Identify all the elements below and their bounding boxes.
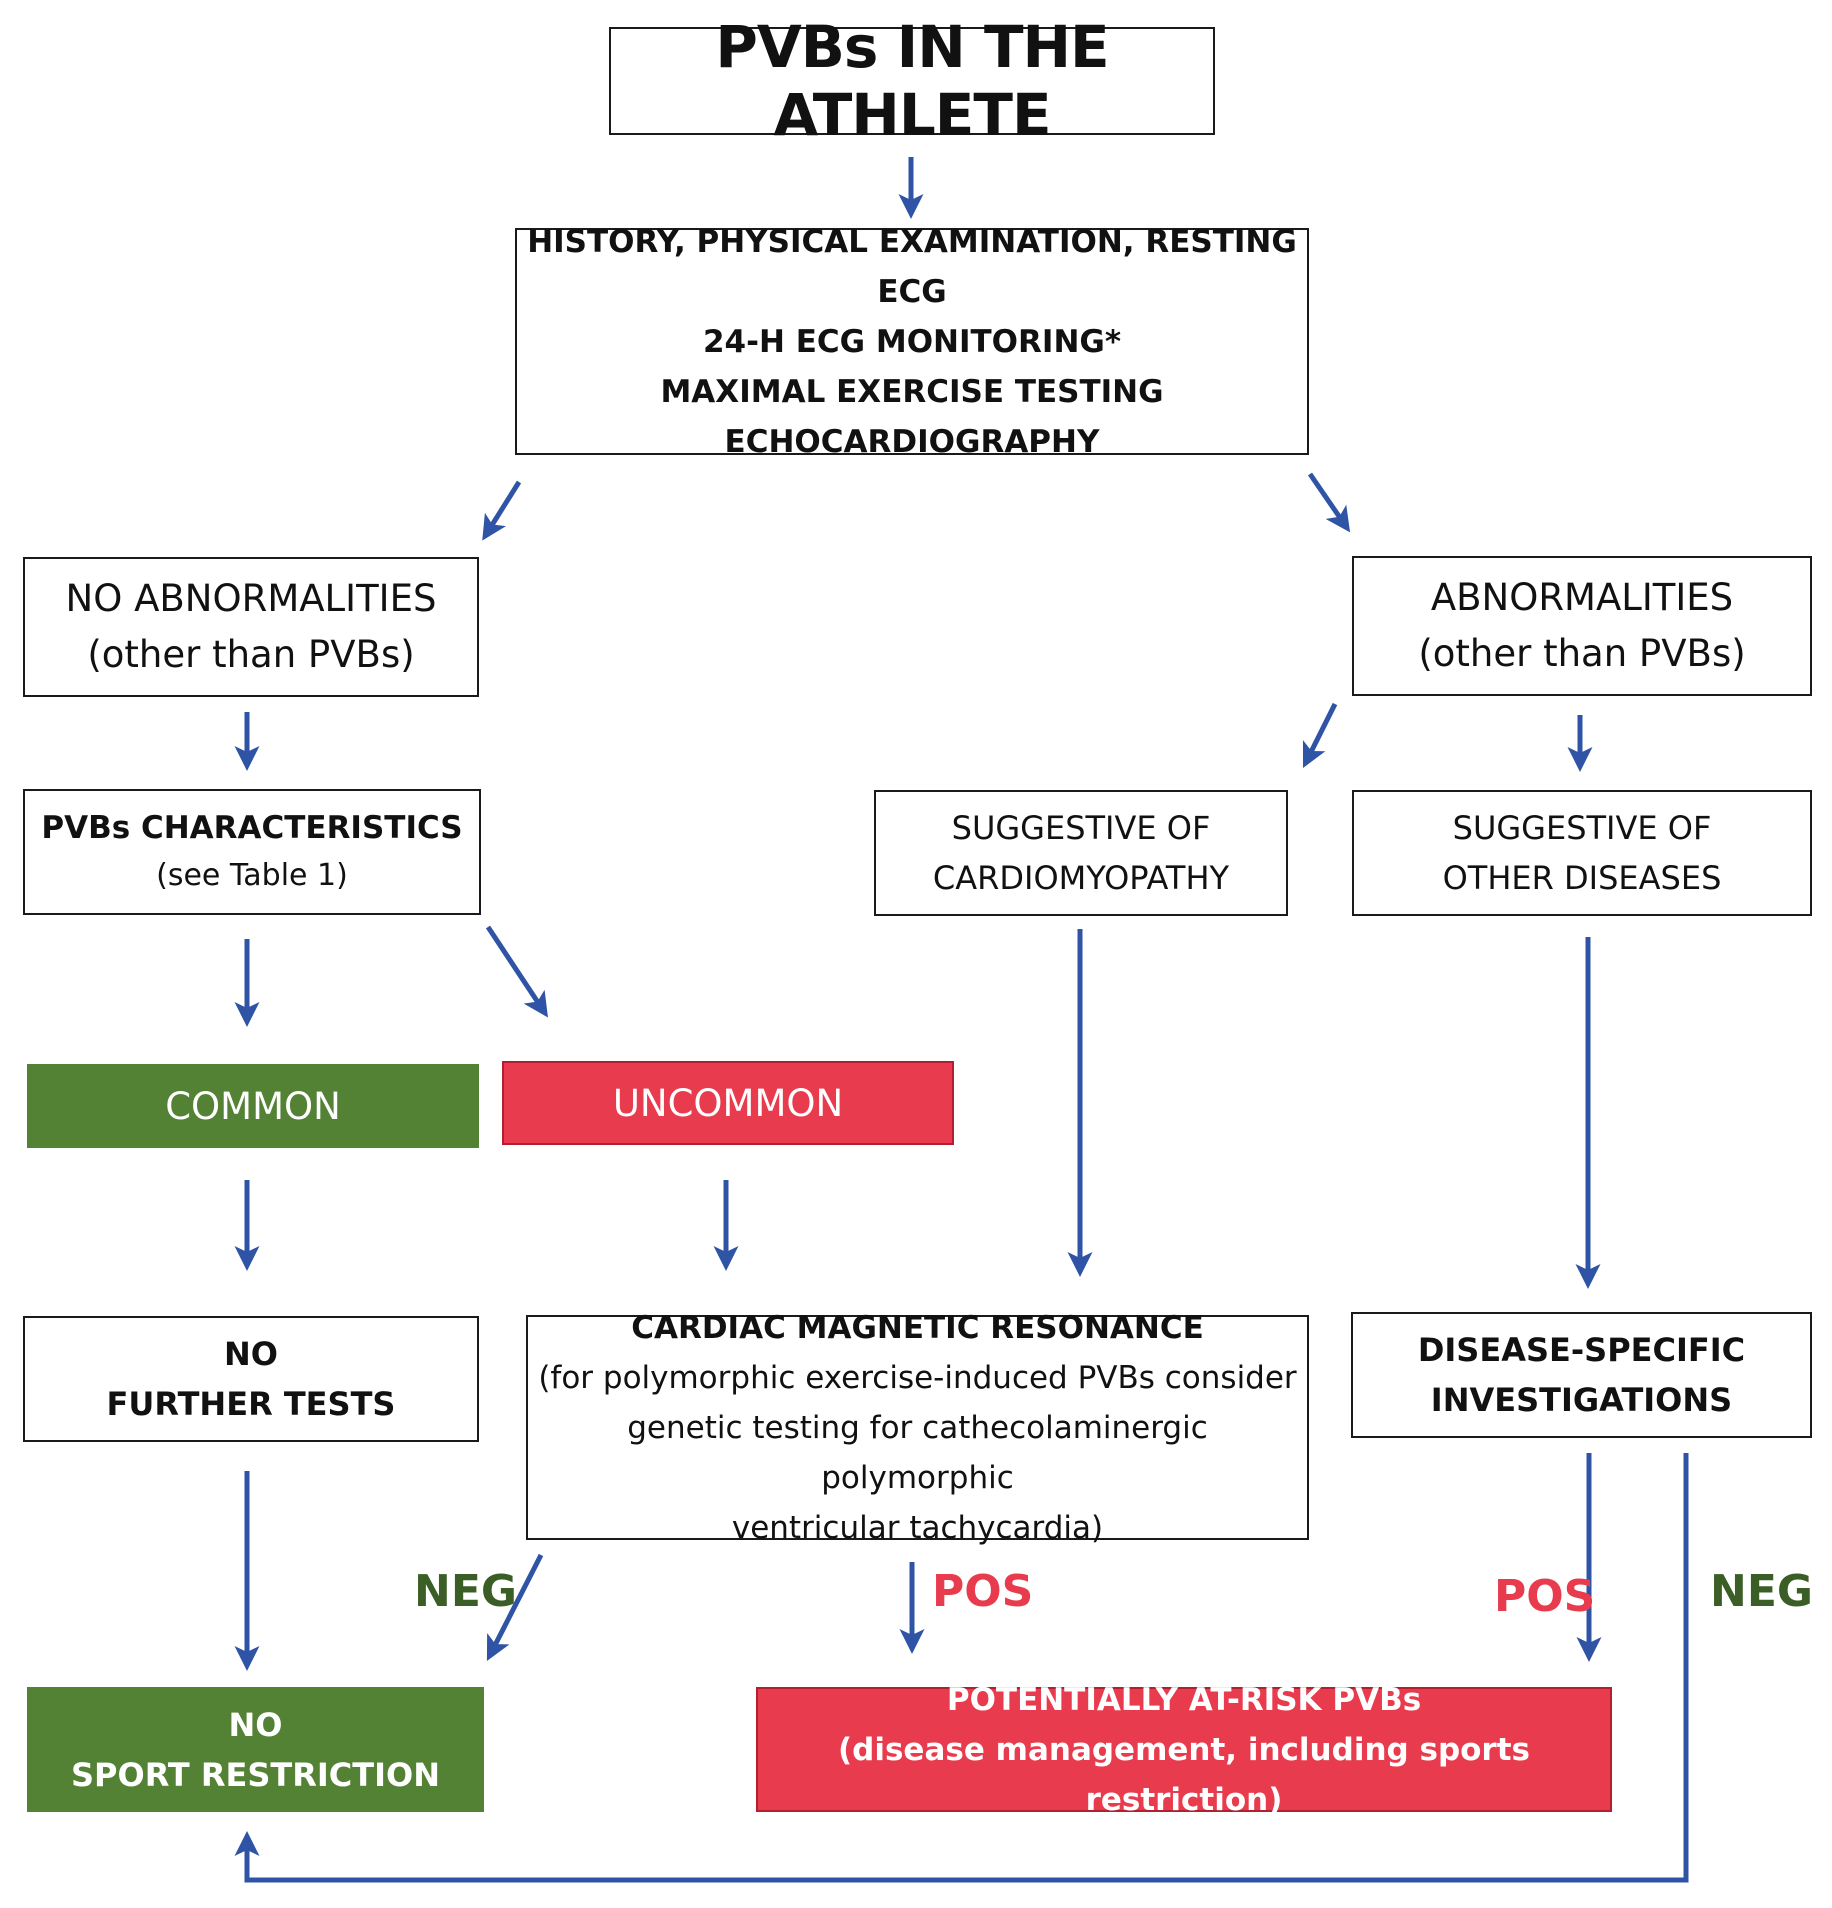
disease-specific-box: DISEASE-SPECIFIC INVESTIGATIONS bbox=[1351, 1312, 1812, 1438]
no-further-tests-line-2: FURTHER TESTS bbox=[106, 1385, 396, 1423]
no-abnormalities-line-1: NO ABNORMALITIES bbox=[65, 577, 437, 620]
evaluation-line-3: MAXIMAL EXERCISE TESTING bbox=[660, 373, 1164, 410]
page-title: PVBs IN THE ATHLETE bbox=[715, 13, 1109, 149]
arrow-cmr-neg-to-no-restriction bbox=[486, 1553, 544, 1662]
pos-label-center: POS bbox=[932, 1566, 1034, 1617]
evaluation-line-1: HISTORY, PHYSICAL EXAMINATION, RESTING E… bbox=[527, 223, 1297, 310]
no-further-tests-line-1: NO bbox=[224, 1335, 278, 1373]
suggestive-cardiomyopathy-box: SUGGESTIVE OF CARDIOMYOPATHY bbox=[874, 790, 1288, 916]
suggestive-other-line-2: OTHER DISEASES bbox=[1442, 859, 1722, 897]
cmr-line-4: ventricular tachycardia) bbox=[731, 1509, 1104, 1546]
abnormalities-line-1: ABNORMALITIES bbox=[1430, 576, 1734, 619]
no-sport-restriction-line-1: NO bbox=[228, 1705, 283, 1744]
suggestive-other-line-1: SUGGESTIVE OF bbox=[1452, 809, 1712, 847]
neg-label-left: NEG bbox=[414, 1566, 517, 1617]
no-abnormalities-box: NO ABNORMALITIES (other than PVBs) bbox=[23, 557, 479, 697]
arrow-abnormalities-to-cardiomyopathy bbox=[1302, 702, 1338, 769]
pvb-characteristics-line-1: PVBs CHARACTERISTICS bbox=[41, 810, 463, 846]
common-label: COMMON bbox=[165, 1084, 341, 1128]
suggestive-cardiomyopathy-line-1: SUGGESTIVE OF bbox=[951, 809, 1211, 847]
pvb-characteristics-box: PVBs CHARACTERISTICS (see Table 1) bbox=[23, 789, 481, 915]
uncommon-label: UNCOMMON bbox=[612, 1081, 844, 1125]
uncommon-box: UNCOMMON bbox=[502, 1061, 954, 1145]
pos-label-right: POS bbox=[1494, 1571, 1596, 1622]
arrow-characteristics-to-uncommon bbox=[485, 925, 548, 1018]
suggestive-other-box: SUGGESTIVE OF OTHER DISEASES bbox=[1352, 790, 1812, 916]
pvb-characteristics-line-2: (see Table 1) bbox=[156, 858, 348, 893]
at-risk-line-1: POTENTIALLY AT-RISK PVBs bbox=[946, 1681, 1422, 1718]
common-box: COMMON bbox=[27, 1064, 479, 1148]
at-risk-box: POTENTIALLY AT-RISK PVBs (disease manage… bbox=[756, 1682, 1612, 1818]
arrow-evaluation-to-abnormalities bbox=[1307, 472, 1351, 533]
disease-specific-line-2: INVESTIGATIONS bbox=[1430, 1381, 1733, 1419]
abnormalities-line-2: (other than PVBs) bbox=[1418, 632, 1746, 675]
evaluation-line-4: ECHOCARDIOGRAPHY bbox=[724, 423, 1100, 460]
title-box: PVBs IN THE ATHLETE bbox=[609, 13, 1215, 149]
cmr-line-2: (for polymorphic exercise-induced PVBs c… bbox=[538, 1359, 1297, 1396]
disease-specific-line-1: DISEASE-SPECIFIC bbox=[1417, 1331, 1746, 1369]
cmr-box: CARDIAC MAGNETIC RESONANCE (for polymorp… bbox=[526, 1310, 1309, 1546]
cmr-line-1: CARDIAC MAGNETIC RESONANCE bbox=[631, 1309, 1204, 1346]
evaluation-box: HISTORY, PHYSICAL EXAMINATION, RESTING E… bbox=[515, 224, 1309, 460]
evaluation-line-2: 24-H ECG MONITORING* bbox=[702, 323, 1122, 360]
neg-label-right: NEG bbox=[1710, 1566, 1813, 1617]
at-risk-line-2: (disease management, including sports re… bbox=[838, 1731, 1530, 1818]
no-further-tests-box: NO FURTHER TESTS bbox=[23, 1316, 479, 1442]
cmr-line-3: genetic testing for cathecolaminergic po… bbox=[627, 1409, 1208, 1496]
suggestive-cardiomyopathy-line-2: CARDIOMYOPATHY bbox=[932, 859, 1230, 897]
abnormalities-box: ABNORMALITIES (other than PVBs) bbox=[1352, 556, 1812, 696]
no-abnormalities-line-2: (other than PVBs) bbox=[87, 633, 415, 676]
arrow-evaluation-to-no-abnormalities bbox=[482, 480, 522, 541]
no-sport-restriction-line-2: SPORT RESTRICTION bbox=[71, 1755, 440, 1794]
no-sport-restriction-box: NO SPORT RESTRICTION bbox=[27, 1687, 484, 1812]
arrow-disease-specific-neg-to-no-restriction bbox=[234, 1453, 1689, 1883]
